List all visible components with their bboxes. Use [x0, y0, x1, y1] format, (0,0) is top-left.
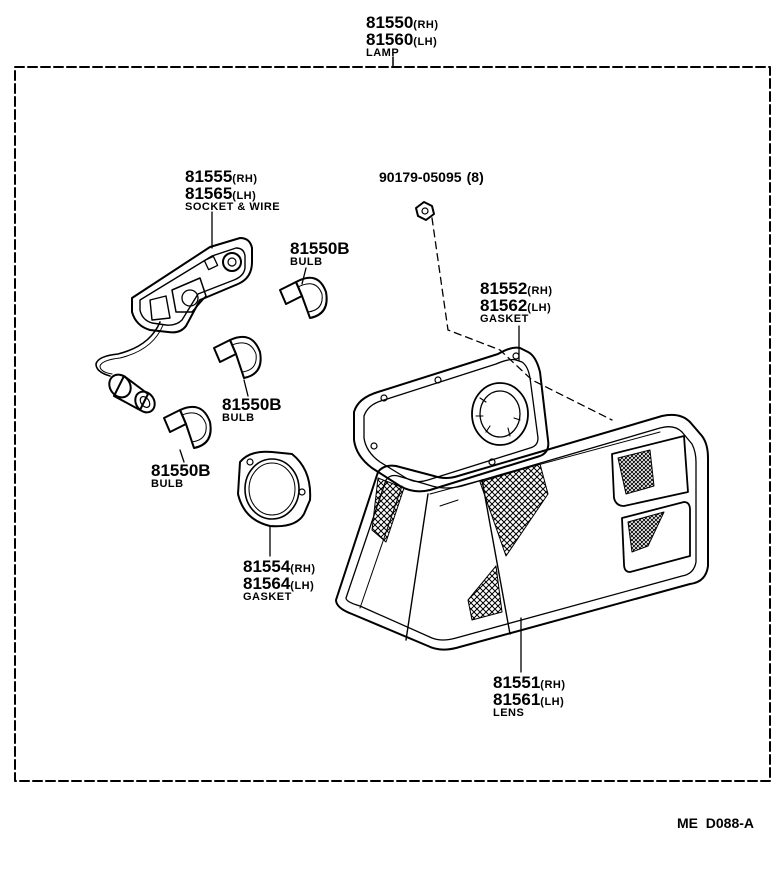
bulb-top-name: BULB	[290, 256, 323, 268]
screw-label: 90179-05095 (8)	[379, 169, 484, 185]
socket-gasket-drawing	[237, 450, 312, 528]
lens-name: LENS	[493, 707, 525, 719]
bulb-middle-label: 81550B BULB	[222, 396, 282, 424]
lamp-suffix-lh: (LH)	[413, 36, 438, 48]
socket-wire-label: 81555(RH) 81565(LH) SOCKET & WIRE	[185, 168, 280, 213]
bulb-bottom-part: 81550B	[151, 461, 211, 480]
socket-wire-part-rh: 81555	[185, 167, 233, 186]
housing-gasket-part-rh: 81552	[480, 279, 528, 298]
housing-gasket-part-lh: 81562	[480, 296, 528, 315]
lamp-suffix-rh: (RH)	[413, 19, 439, 31]
lamp-label: 81550(RH) 81560(LH) LAMP	[366, 14, 439, 59]
bulb-bottom-name: BULB	[151, 478, 184, 490]
bulb-bottom-leader	[179, 449, 185, 463]
bulb-middle-part: 81550B	[222, 395, 282, 414]
bulb-middle-drawing	[213, 336, 262, 379]
socket-wire-suffix-lh: (LH)	[232, 190, 257, 202]
lens-part-rh: 81551	[493, 673, 541, 692]
bulb-top-leader	[301, 267, 307, 285]
lamp-part-lh: 81560	[366, 30, 414, 49]
lens-label: 81551(RH) 81561(LH) LENS	[493, 674, 566, 719]
lamp-name: LAMP	[366, 47, 400, 59]
bulb-top-label: 81550B BULB	[290, 240, 350, 268]
socket-gasket-part-rh: 81554	[243, 557, 291, 576]
housing-gasket-drawing	[353, 346, 550, 493]
housing-gasket-suffix-rh: (RH)	[527, 285, 553, 297]
screw-drawing	[415, 201, 435, 221]
bulb-bottom-label: 81550B BULB	[151, 462, 211, 490]
reference-code: ME D088-A	[677, 815, 755, 831]
housing-gasket-name: GASKET	[480, 313, 529, 325]
lamp-part-rh: 81550	[366, 13, 414, 32]
bulb-bottom-drawing	[163, 406, 212, 449]
lens-drawing	[335, 413, 709, 651]
housing-gasket-suffix-lh: (LH)	[527, 302, 552, 314]
socket-gasket-suffix-rh: (RH)	[290, 563, 316, 575]
socket-and-wire	[95, 237, 253, 414]
socket-gasket-label: 81554(RH) 81564(LH) GASKET	[243, 558, 316, 603]
lens-suffix-lh: (LH)	[540, 696, 565, 708]
housing-gasket-label: 81552(RH) 81562(LH) GASKET	[480, 280, 553, 325]
lens-suffix-rh: (RH)	[540, 679, 566, 691]
bulb-top-drawing	[279, 276, 328, 319]
socket-wire-suffix-rh: (RH)	[232, 173, 258, 185]
socket-gasket-part-lh: 81564	[243, 574, 291, 593]
bulb-middle-name: BULB	[222, 412, 255, 424]
bulb-middle-leader	[243, 379, 249, 397]
socket-gasket-suffix-lh: (LH)	[290, 580, 315, 592]
screw-qty: (8)	[466, 169, 484, 185]
screw-part: 90179-05095	[379, 169, 462, 185]
lens-part-lh: 81561	[493, 690, 541, 709]
screw-guide-line	[431, 217, 613, 421]
socket-gasket-name: GASKET	[243, 591, 292, 603]
bulb-top-part: 81550B	[290, 239, 350, 258]
socket-wire-part-lh: 81565	[185, 184, 233, 203]
socket-wire-name: SOCKET & WIRE	[185, 201, 281, 213]
